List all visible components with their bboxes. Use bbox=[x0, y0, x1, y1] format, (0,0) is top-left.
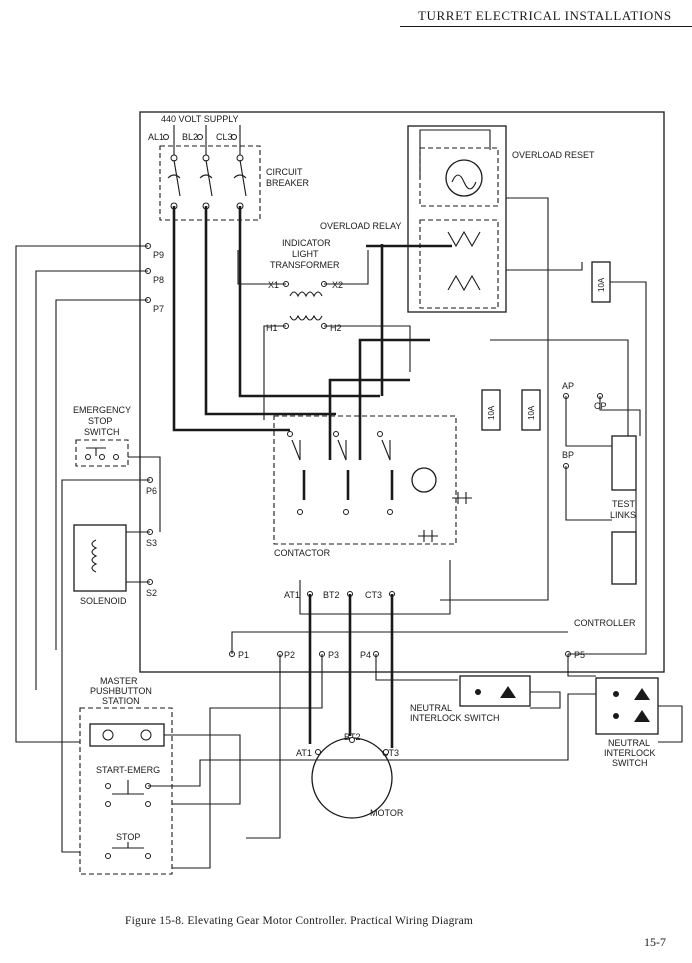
motor-symbol bbox=[311, 737, 393, 819]
contactor-box bbox=[273, 415, 457, 545]
master-station-box bbox=[79, 707, 173, 875]
terminal-bt2: BT2 bbox=[323, 590, 340, 600]
overload-relay-outer bbox=[407, 125, 507, 313]
master-label-3: STATION bbox=[102, 696, 140, 706]
controller-label: CONTROLLER bbox=[574, 618, 636, 628]
neutral-outer-label-1: NEUTRAL bbox=[608, 738, 650, 748]
test-links-label-2: LINKS bbox=[610, 510, 636, 520]
wiring-diagram: 440 VOLT SUPPLY AL1 BL2 CL3 CIRCUIT BREA… bbox=[15, 111, 683, 875]
estop-label-2: STOP bbox=[88, 416, 112, 426]
supply-label: 440 VOLT SUPPLY bbox=[161, 114, 239, 124]
terminal-p9: P9 bbox=[153, 250, 164, 260]
controller-enclosure bbox=[139, 111, 665, 673]
master-label-2: PUSHBUTTON bbox=[90, 686, 152, 696]
terminal-x1: X1 bbox=[268, 280, 279, 290]
overload-reset-box bbox=[419, 147, 499, 207]
neutral-interlock-switch-outer bbox=[595, 677, 659, 735]
terminal-x2: X2 bbox=[332, 280, 343, 290]
terminal-p4: P4 bbox=[360, 650, 371, 660]
solenoid-coil bbox=[91, 539, 98, 573]
master-label-1: MASTER bbox=[100, 676, 138, 686]
motor-terminal-at1: AT1 bbox=[296, 748, 312, 758]
fuse-top-right: 10A bbox=[591, 261, 611, 303]
terminal-ct3: CT3 bbox=[365, 590, 382, 600]
estop-label-3: SWITCH bbox=[84, 427, 120, 437]
solenoid-label: SOLENOID bbox=[80, 596, 127, 606]
start-emerg-label: START-EMERG bbox=[96, 765, 160, 775]
circuit-breaker-box bbox=[159, 145, 261, 221]
terminal-cl3: CL3 bbox=[216, 132, 233, 142]
neutral-inner-label-2: INTERLOCK SWITCH bbox=[410, 713, 500, 723]
terminal-bp: BP bbox=[562, 450, 574, 460]
terminal-s3: S3 bbox=[146, 538, 157, 548]
start-emerg-pushbutton[interactable] bbox=[105, 780, 151, 807]
contactor-label: CONTACTOR bbox=[274, 548, 331, 558]
terminal-p2: P2 bbox=[284, 650, 295, 660]
supply-terminals bbox=[163, 134, 237, 140]
terminal-p5: P5 bbox=[574, 650, 585, 660]
transformer-label-3: TRANSFORMER bbox=[270, 260, 340, 270]
solenoid-box bbox=[73, 524, 127, 592]
page-header-title: TURRET ELECTRICAL INSTALLATIONS bbox=[418, 8, 672, 23]
terminal-p1: P1 bbox=[238, 650, 249, 660]
terminal-bl2: BL2 bbox=[182, 132, 198, 142]
neutral-inner-label-1: NEUTRAL bbox=[410, 703, 452, 713]
neutral-outer-label-2: INTERLOCK bbox=[604, 748, 656, 758]
terminal-p7: P7 bbox=[153, 304, 164, 314]
test-link-lower bbox=[611, 531, 637, 585]
overload-relay-label: OVERLOAD RELAY bbox=[320, 221, 401, 231]
motor-label: MOTOR bbox=[370, 808, 404, 818]
transformer-secondary-coil bbox=[289, 291, 323, 298]
terminal-ap: AP bbox=[562, 381, 574, 391]
svg-text:10A: 10A bbox=[597, 277, 606, 292]
estop-label-1: EMERGENCY bbox=[73, 405, 131, 415]
transformer-primary-coil bbox=[289, 314, 323, 321]
estop-switch-box bbox=[75, 439, 129, 467]
transformer-label-1: INDICATOR bbox=[282, 238, 331, 248]
header-rule bbox=[400, 26, 692, 27]
terminal-p8: P8 bbox=[153, 275, 164, 285]
motor-terminal-bt2: BT2 bbox=[344, 732, 361, 742]
circuit-breaker-label-2: BREAKER bbox=[266, 178, 310, 188]
terminal-al1: AL1 bbox=[148, 132, 164, 142]
terminal-p6: P6 bbox=[146, 486, 157, 496]
overload-relay-box bbox=[419, 219, 499, 309]
neutral-outer-label-3: SWITCH bbox=[612, 758, 648, 768]
terminal-s2: S2 bbox=[146, 588, 157, 598]
neutral-interlock-switch-inner bbox=[459, 675, 531, 707]
test-links-label-1: TEST bbox=[612, 499, 636, 509]
terminal-h2: H2 bbox=[330, 323, 342, 333]
fuse-middle-2: 10A bbox=[521, 389, 541, 431]
overload-reset-heater bbox=[445, 159, 483, 197]
terminal-p3: P3 bbox=[328, 650, 339, 660]
fuse-middle-1: 10A bbox=[481, 389, 501, 431]
transformer-label-2: LIGHT bbox=[292, 249, 319, 259]
svg-text:10A: 10A bbox=[487, 405, 496, 420]
figure-caption: Figure 15-8. Elevating Gear Motor Contro… bbox=[125, 915, 474, 927]
wiring-thin bbox=[15, 129, 683, 869]
svg-text:10A: 10A bbox=[527, 405, 536, 420]
test-link-upper bbox=[611, 435, 637, 491]
stop-label: STOP bbox=[116, 832, 140, 842]
terminal-at1: AT1 bbox=[284, 590, 300, 600]
page-number: 15-7 bbox=[644, 935, 666, 949]
terminal-h1: H1 bbox=[266, 323, 278, 333]
wiring-bold bbox=[172, 206, 452, 748]
contactor-poles bbox=[287, 431, 472, 542]
stop-pushbutton[interactable] bbox=[105, 842, 151, 859]
circuit-breaker-label-1: CIRCUIT bbox=[266, 167, 303, 177]
master-indicator-lamp bbox=[89, 723, 165, 747]
overload-reset-label: OVERLOAD RESET bbox=[512, 150, 595, 160]
circuit-breaker-contacts bbox=[167, 125, 247, 210]
motor-terminal-ct3: CT3 bbox=[382, 748, 399, 758]
